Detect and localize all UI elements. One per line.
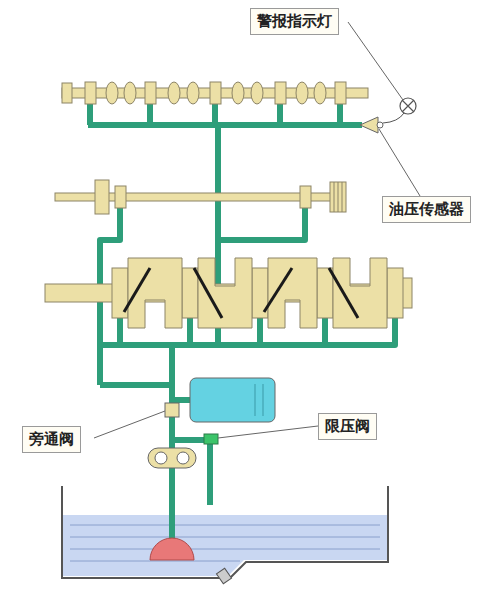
lamp-circle — [400, 98, 416, 114]
cam-lobe — [124, 82, 136, 104]
bearing — [85, 82, 96, 104]
bearing — [145, 82, 156, 104]
leader-line — [218, 426, 318, 438]
shaft-gear — [330, 182, 346, 212]
main-journal — [182, 268, 198, 318]
leader-lines — [94, 22, 420, 438]
cam-lobe — [106, 82, 118, 104]
oil-level — [62, 515, 388, 576]
pump-gear — [177, 452, 189, 464]
main-journal — [317, 268, 333, 318]
oil-wave — [70, 537, 380, 538]
oil-wave — [70, 561, 240, 562]
drain-plug — [216, 568, 231, 584]
shaft-gear — [95, 180, 109, 214]
bearing — [115, 186, 126, 208]
shaft-end — [62, 83, 72, 103]
lamp-cross — [402, 100, 414, 112]
oil-wave — [70, 525, 380, 526]
cam-lobe — [296, 82, 308, 104]
oil-pan — [62, 486, 388, 584]
cam-lobe — [232, 82, 244, 104]
oil-waves — [70, 525, 380, 561]
cam-lobe — [314, 82, 326, 104]
sensor-body — [360, 117, 378, 133]
oil-wave — [70, 549, 380, 550]
warning-lamp — [400, 98, 416, 114]
oil-pipe — [100, 382, 172, 388]
oil-drilling — [194, 268, 222, 318]
pump-gear — [155, 452, 167, 464]
intermediate-shaft — [55, 180, 346, 214]
oil-pipe — [218, 208, 305, 240]
bearing — [275, 82, 286, 104]
leader-line — [379, 129, 420, 196]
oil-pipe — [169, 345, 175, 548]
cam-lobe — [168, 82, 180, 104]
oil-gallery — [88, 122, 362, 128]
oil-drilling — [329, 268, 358, 318]
oil-passages — [88, 103, 395, 548]
pump-body — [148, 448, 196, 468]
crank-throw — [198, 258, 252, 328]
sensor-wire — [383, 113, 404, 123]
oil-drilling — [124, 268, 150, 312]
callout-label: 警报指示灯 — [250, 8, 339, 35]
callout-label: 油压传感器 — [382, 196, 471, 223]
pressure-relief-valve — [204, 434, 218, 444]
bypass-valve — [165, 403, 179, 417]
main-journal — [387, 268, 403, 318]
sensor-tip — [377, 122, 383, 128]
oil-pipe — [90, 103, 340, 125]
callout-label: 旁通阀 — [22, 426, 81, 453]
leader-line — [94, 411, 165, 438]
oil-pump — [148, 448, 196, 468]
gear-teeth — [334, 182, 342, 212]
pan-outline — [62, 486, 388, 578]
bearing — [300, 186, 311, 208]
crank-throw — [333, 258, 387, 328]
callout-label: 限压阀 — [318, 413, 377, 440]
oil-drillings — [124, 268, 358, 318]
oil-drilling — [264, 268, 292, 312]
bearing — [335, 82, 346, 104]
camshaft — [62, 82, 368, 104]
crankshaft — [45, 258, 412, 328]
cam-lobe — [187, 82, 199, 104]
oil-filter — [190, 378, 275, 422]
oil-strainer — [150, 538, 194, 560]
filter-ribs — [255, 384, 263, 416]
cam-lobe — [251, 82, 263, 104]
bearing — [210, 82, 221, 104]
oil-pipe — [172, 397, 192, 403]
leader-line — [348, 22, 403, 100]
